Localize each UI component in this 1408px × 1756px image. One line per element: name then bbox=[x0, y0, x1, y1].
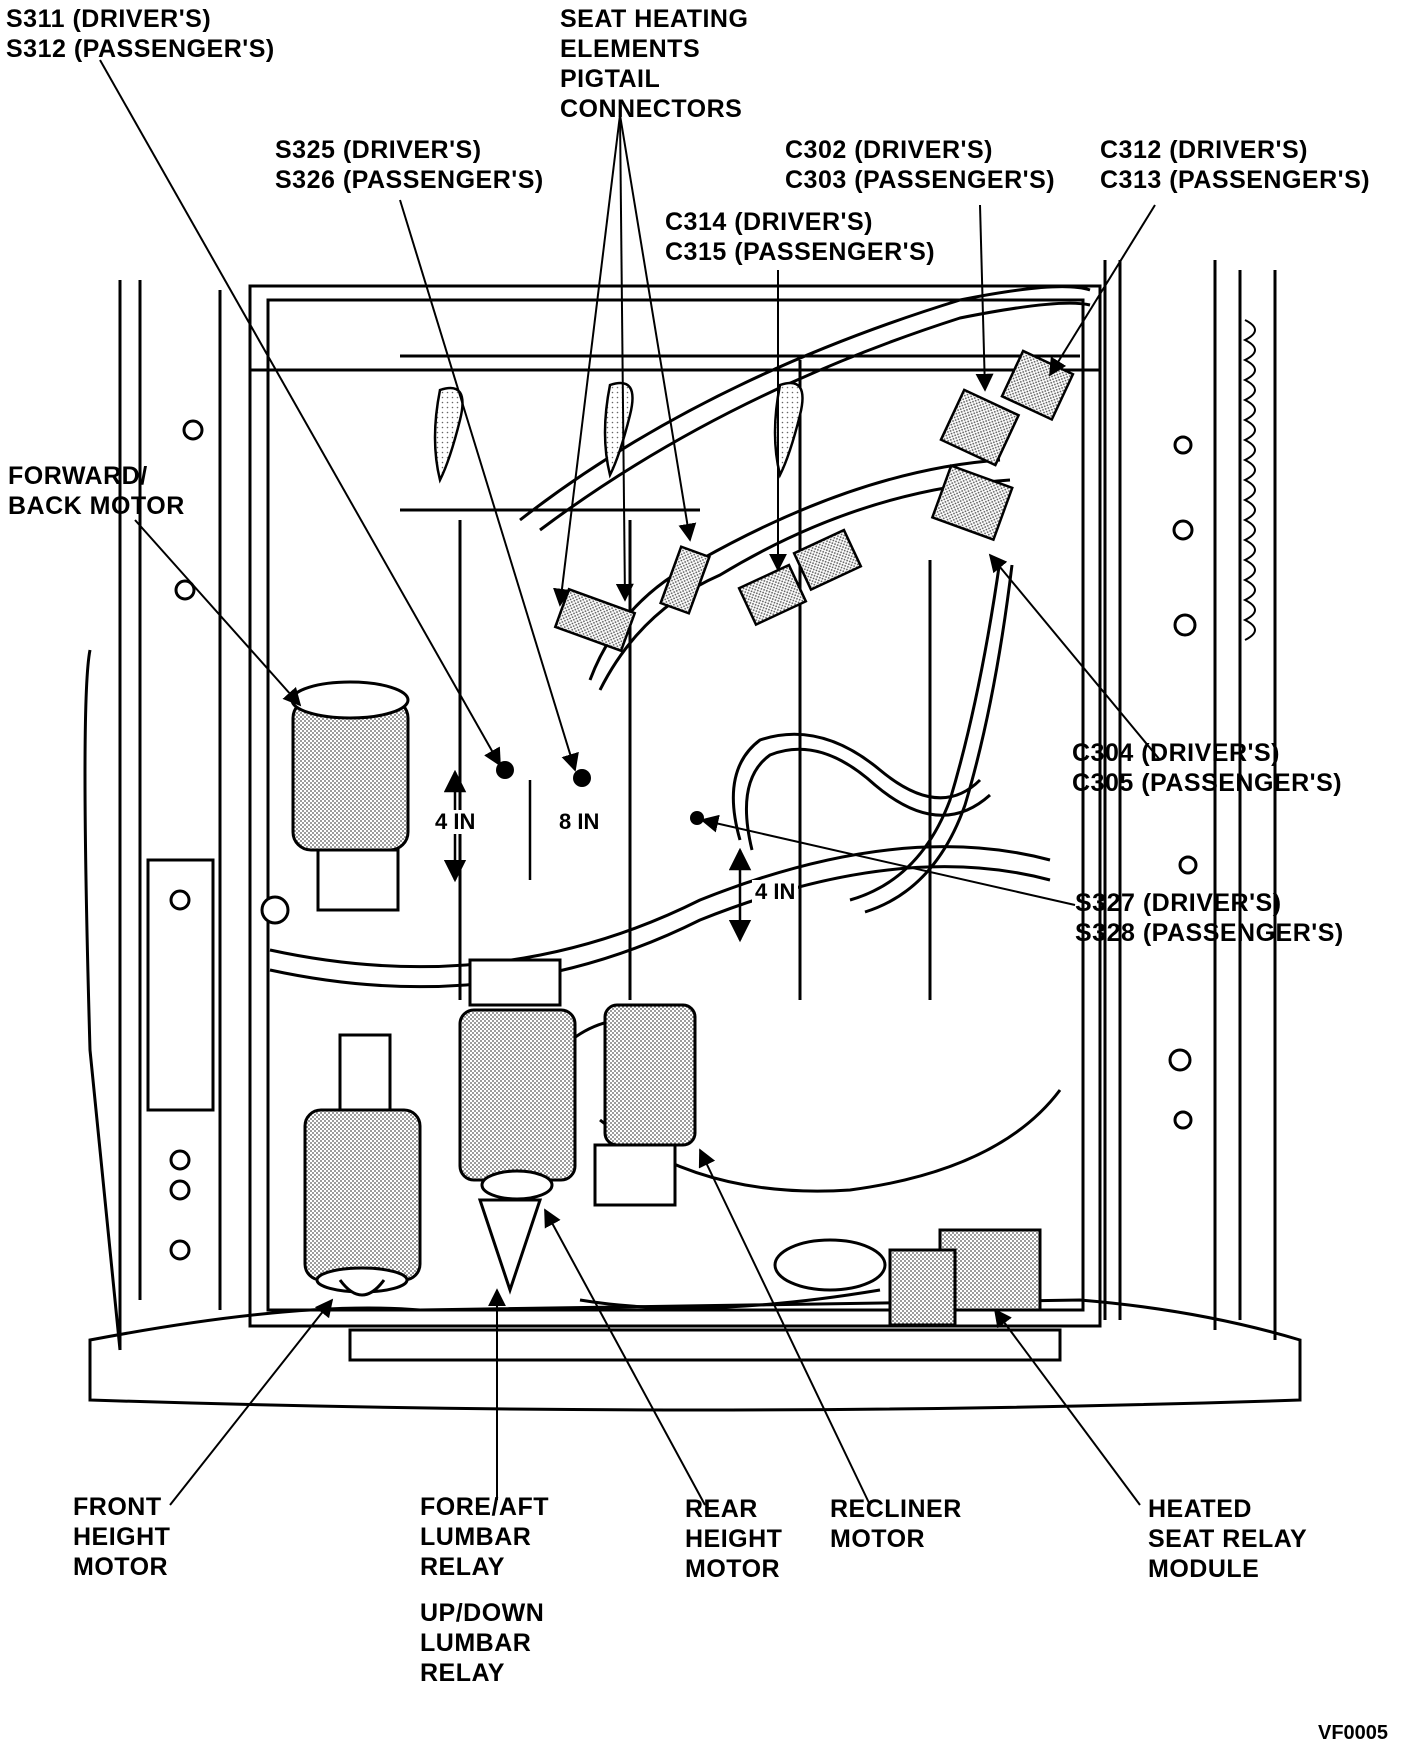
callout-recliner-motor: RECLINER MOTOR bbox=[830, 1495, 962, 1553]
front-height-motor bbox=[303, 1033, 422, 1297]
dimension-mid-8in: 8 IN bbox=[556, 810, 603, 834]
callout-s327: S327 (DRIVER'S) S328 (PASSENGER'S) bbox=[1075, 889, 1344, 947]
spring-clips bbox=[433, 381, 804, 484]
callout-seat-heating-pigtails: SEAT HEATING ELEMENTS PIGTAIL CONNECTORS bbox=[560, 5, 749, 123]
frame-holes bbox=[169, 419, 1198, 1261]
right-rail-spring bbox=[1242, 319, 1256, 641]
dimension-left-4in: 4 IN bbox=[432, 810, 479, 834]
callout-up-down-lumbar-relay: UP/DOWN LUMBAR RELAY bbox=[420, 1599, 545, 1687]
callout-s311: S311 (DRIVER'S) S312 (PASSENGER'S) bbox=[6, 5, 275, 63]
callout-c302: C302 (DRIVER'S) C303 (PASSENGER'S) bbox=[785, 136, 1056, 194]
lumbar-relays bbox=[458, 958, 577, 1295]
rear-height-motor bbox=[593, 1003, 697, 1207]
forward-back-motor bbox=[260, 680, 410, 925]
callout-rear-height-motor: REAR HEIGHT MOTOR bbox=[685, 1495, 783, 1583]
callout-forward-back-motor: FORWARD/ BACK MOTOR bbox=[8, 462, 185, 520]
dimension-markers bbox=[443, 769, 752, 943]
callout-c312: C312 (DRIVER'S) C313 (PASSENGER'S) bbox=[1100, 136, 1371, 194]
upper-connectors bbox=[553, 349, 1075, 653]
callout-fore-aft-lumbar-relay: FORE/AFT LUMBAR RELAY bbox=[420, 1493, 549, 1581]
dimension-right-4in: 4 IN bbox=[752, 880, 799, 904]
callout-c314: C314 (DRIVER'S) C315 (PASSENGER'S) bbox=[665, 208, 936, 266]
callout-heated-seat-relay-module: HEATED SEAT RELAY MODULE bbox=[1148, 1495, 1308, 1583]
wiring-harness bbox=[269, 285, 1091, 1310]
leader-lines bbox=[99, 59, 1161, 1506]
heated-seat-relay-module bbox=[773, 1228, 1042, 1327]
callout-front-height-motor: FRONT HEIGHT MOTOR bbox=[73, 1493, 171, 1581]
callout-c304: C304 (DRIVER'S) C305 (PASSENGER'S) bbox=[1072, 739, 1343, 797]
figure-code: VF0005 bbox=[1318, 1722, 1389, 1744]
seat-frame bbox=[83, 260, 1302, 1412]
callout-s325: S325 (DRIVER'S) S326 (PASSENGER'S) bbox=[275, 136, 544, 194]
